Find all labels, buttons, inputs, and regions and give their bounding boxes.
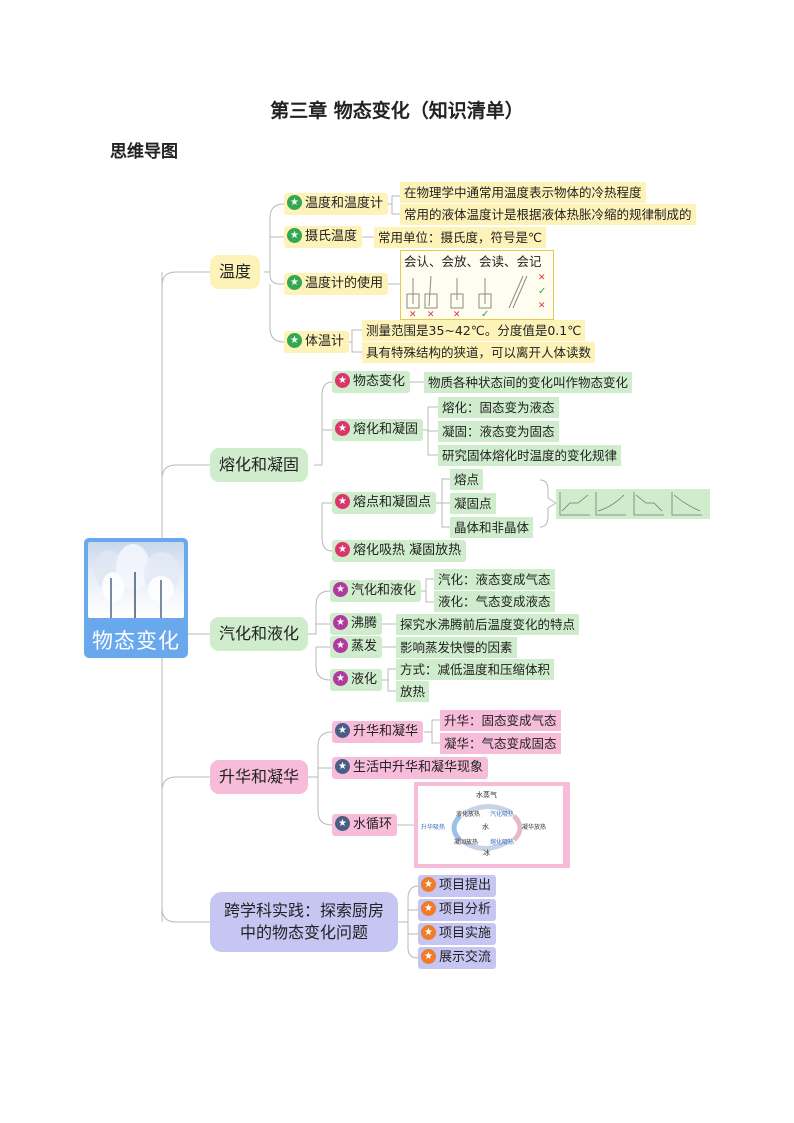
- star-icon: ★: [335, 759, 350, 774]
- star-icon: ★: [335, 373, 350, 388]
- node-evaporation[interactable]: ★蒸发: [330, 636, 383, 658]
- node-melt-solidify[interactable]: ★熔化和凝固: [332, 419, 424, 441]
- note-temp-definition: 在物理学中通常用温度表示物体的冷热程度: [400, 182, 646, 203]
- star-icon: ★: [287, 275, 302, 290]
- branch-melting[interactable]: 熔化和凝固: [210, 448, 309, 482]
- node-melting-point[interactable]: ★熔点和凝固点: [332, 492, 437, 514]
- cycle-melt: 熔化吸热: [490, 839, 515, 846]
- note-state-change: 物质各种状态间的变化叫作物态变化: [424, 372, 633, 393]
- note-melting-point: 熔点: [450, 469, 484, 490]
- node-water-cycle[interactable]: ★水循环: [332, 814, 398, 836]
- node-boiling[interactable]: ★沸腾: [330, 613, 383, 635]
- star-icon: ★: [335, 494, 350, 509]
- node-celsius[interactable]: ★摄氏温度: [284, 226, 363, 248]
- thermometer-usage-figure: ✕ ✕ ✕ ✕ ✕ ✓ ✓: [406, 273, 546, 318]
- note-release-heat: 放热: [396, 681, 430, 702]
- water-cycle-figure: 水蒸气 水 冰 液化放热 汽化吸热 凝固放热 熔化吸热 升华吸热 凝华放热: [414, 782, 570, 868]
- note-celsius-unit: 常用单位：摄氏度，符号是℃: [374, 227, 547, 248]
- star-icon: ★: [421, 925, 436, 940]
- note-solidifying: 凝固：液态变为固态: [438, 421, 559, 442]
- cycle-deposit: 凝华放热: [522, 824, 547, 831]
- note-liquefy-methods: 方式：减低温度和压缩体积: [396, 659, 555, 680]
- note-vaporization: 汽化：液态变成气态: [434, 569, 555, 590]
- node-project-analyze[interactable]: ★项目分析: [418, 899, 497, 921]
- star-icon: ★: [287, 228, 302, 243]
- star-icon: ★: [333, 638, 348, 653]
- note-crystal: 晶体和非晶体: [450, 517, 534, 538]
- node-project-propose[interactable]: ★项目提出: [418, 875, 497, 897]
- star-icon: ★: [333, 582, 348, 597]
- cycle-liquefy: 液化放热: [456, 811, 481, 818]
- branch-sublimation[interactable]: 升华和凝华: [210, 760, 309, 794]
- svg-text:✕: ✕: [409, 310, 417, 318]
- node-clinical-thermometer[interactable]: ★体温计: [284, 331, 350, 353]
- node-heat-exchange[interactable]: ★熔化吸热 凝固放热: [332, 540, 467, 562]
- cycle-vaporize: 汽化吸热: [490, 811, 515, 818]
- section-subtitle: 思维导图: [110, 142, 178, 162]
- page-title: 第三章 物态变化（知识清单）: [270, 100, 524, 122]
- star-icon: ★: [335, 421, 350, 436]
- star-icon: ★: [335, 816, 350, 831]
- star-icon: ★: [335, 723, 350, 738]
- cycle-freeze: 凝固放热: [454, 839, 479, 846]
- cycle-sublime: 升华吸热: [421, 824, 446, 831]
- melting-curves-graphs: [559, 492, 702, 516]
- svg-text:✕: ✕: [427, 310, 435, 318]
- note-melting: 熔化：固态变为液态: [438, 397, 559, 418]
- water-cycle-diagram: [451, 804, 523, 851]
- note-clinical-range: 测量范围是35~42℃。分度值是0.1℃: [362, 320, 586, 341]
- branch-temperature[interactable]: 温度: [210, 255, 261, 289]
- note-melting-experiment: 研究固体熔化时温度的变化规律: [438, 445, 622, 466]
- node-liquefy[interactable]: ★液化: [330, 669, 383, 691]
- star-icon: ★: [421, 901, 436, 916]
- node-daily-phenomena[interactable]: ★生活中升华和凝华现象: [332, 757, 489, 779]
- star-icon: ★: [421, 949, 436, 964]
- node-vapor-liquefy[interactable]: ★汽化和液化: [330, 580, 422, 602]
- node-project-present[interactable]: ★展示交流: [418, 947, 497, 969]
- node-project-implement[interactable]: ★项目实施: [418, 923, 497, 945]
- note-deposition: 凝华：气态变成固态: [440, 733, 561, 754]
- note-freezing-point: 凝固点: [450, 493, 496, 514]
- note-liquefaction: 液化：气态变成液态: [434, 591, 555, 612]
- cycle-vapor: 水蒸气: [476, 791, 497, 799]
- svg-text:✕: ✕: [453, 310, 461, 318]
- svg-text:✕: ✕: [538, 273, 546, 283]
- snow-tree-photo: [88, 542, 184, 618]
- star-icon: ★: [335, 542, 350, 557]
- cycle-ice: 冰: [483, 849, 490, 857]
- thermometer-usage-box: 会认、会放、会读、会记 ✕ ✕ ✕ ✕ ✕ ✓ ✓: [400, 250, 554, 320]
- branch-interdisciplinary-project[interactable]: 跨学科实践：探索厨房中的物态变化问题: [210, 892, 398, 952]
- note-liquid-thermometer: 常用的液体温度计是根据液体热胀冷缩的规律制成的: [400, 204, 696, 225]
- note-usage-steps: 会认、会放、会读、会记: [404, 254, 542, 269]
- root-label: 物态变化: [92, 629, 180, 653]
- svg-text:✕: ✕: [538, 301, 546, 311]
- root-node[interactable]: 物态变化: [84, 538, 188, 658]
- note-boiling-experiment: 探究水沸腾前后温度变化的特点: [396, 614, 580, 635]
- node-thermometer[interactable]: ★温度和温度计: [284, 193, 389, 215]
- note-evaporation-factors: 影响蒸发快慢的因素: [396, 637, 517, 658]
- node-sublime-deposit[interactable]: ★升华和凝华: [332, 721, 424, 743]
- note-clinical-structure: 具有特殊结构的狭道，可以离开人体读数: [362, 342, 596, 363]
- note-sublimation: 升华：固态变成气态: [440, 710, 561, 731]
- svg-text:✓: ✓: [538, 286, 546, 297]
- node-thermometer-usage[interactable]: ★温度计的使用: [284, 273, 389, 295]
- branch-vaporization[interactable]: 汽化和液化: [210, 617, 309, 651]
- cycle-water: 水: [482, 823, 489, 831]
- melting-curves-figure: [556, 489, 710, 519]
- node-state-change[interactable]: ★物态变化: [332, 371, 411, 393]
- star-icon: ★: [333, 615, 348, 630]
- svg-text:✓: ✓: [481, 309, 489, 318]
- star-icon: ★: [421, 877, 436, 892]
- star-icon: ★: [287, 333, 302, 348]
- star-icon: ★: [333, 671, 348, 686]
- star-icon: ★: [287, 195, 302, 210]
